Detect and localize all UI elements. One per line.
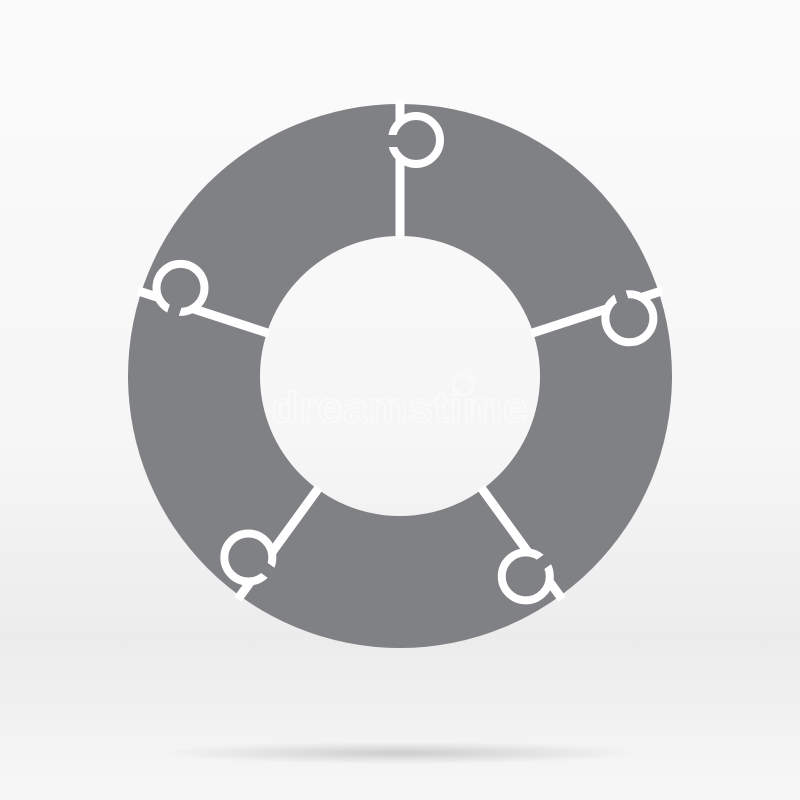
tab-join	[165, 282, 189, 321]
tab-join	[612, 286, 636, 325]
tab-join	[518, 551, 555, 583]
watermark-logo-icon	[452, 374, 474, 396]
tab-join	[384, 135, 420, 147]
watermark-text: dreamstime	[271, 383, 528, 432]
piece-tabs	[152, 112, 658, 605]
tab-join	[242, 549, 279, 581]
